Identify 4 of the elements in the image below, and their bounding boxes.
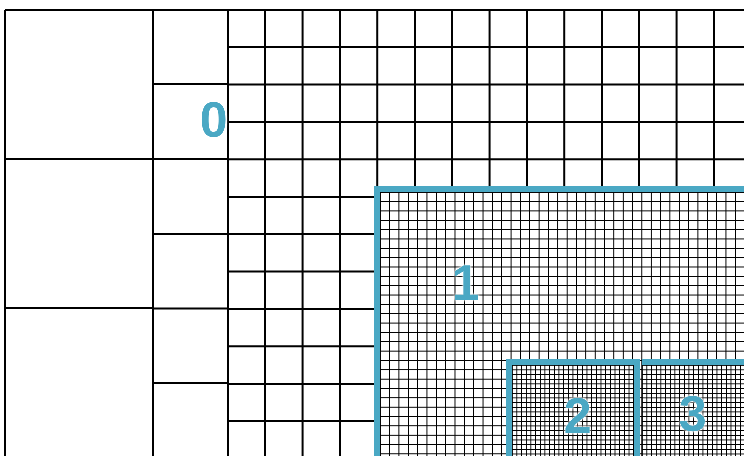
grid-region [506,359,640,456]
grid-region [374,186,744,456]
level-number: 0 [200,95,228,145]
grid-region [642,359,744,456]
